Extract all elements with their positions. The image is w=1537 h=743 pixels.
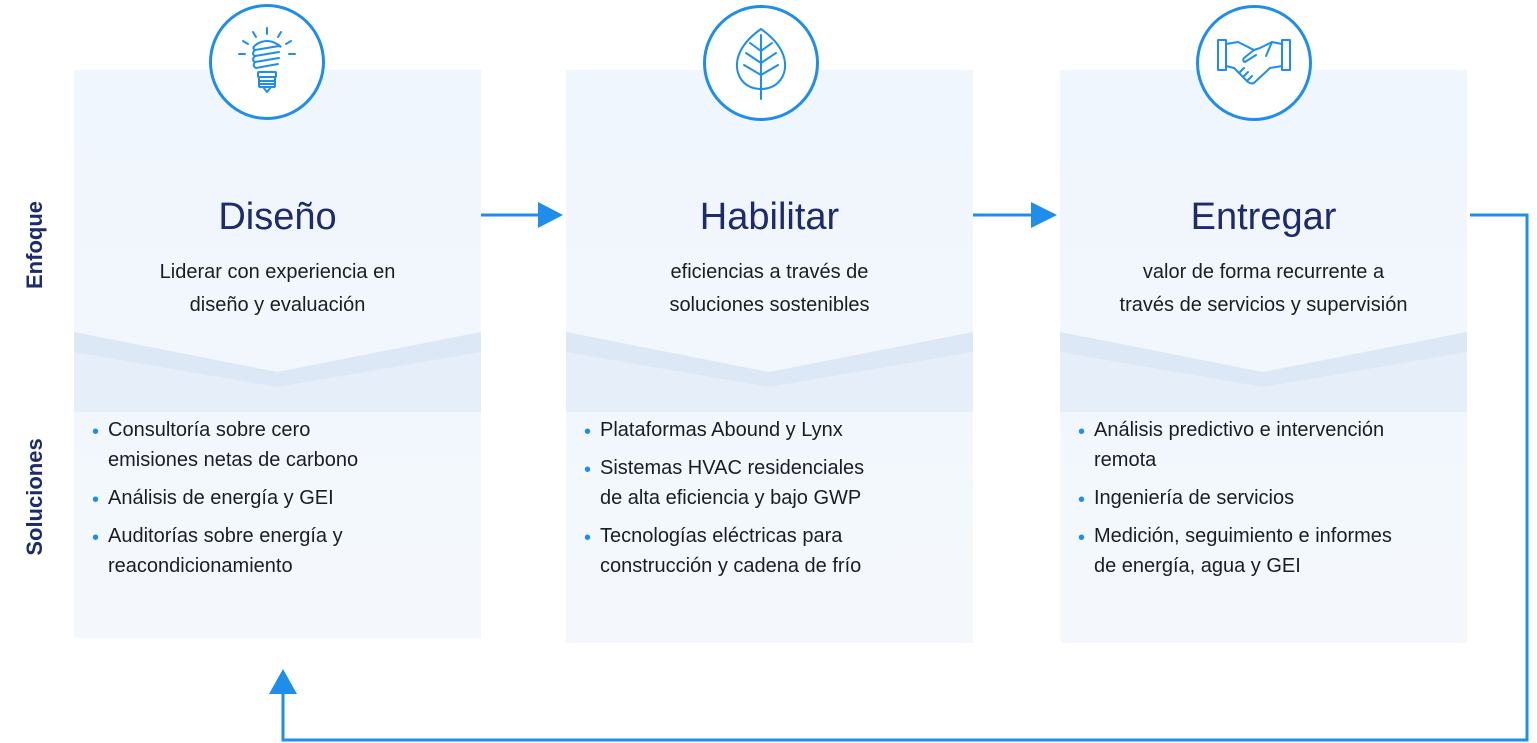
lightbulb-icon (238, 27, 296, 93)
chevron-divider (566, 332, 973, 412)
leaf-icon (736, 28, 786, 100)
loop-back-arrow (269, 213, 1529, 742)
leaf-icon-circle (703, 5, 819, 121)
card-title: Entregar (1190, 196, 1337, 238)
lightbulb-icon-circle (209, 4, 325, 120)
chevron-divider (74, 332, 481, 412)
chevron-divider (1060, 332, 1467, 412)
card-title: Diseño (218, 196, 337, 238)
handshake-icon (1217, 39, 1291, 85)
list-item: •Análisis de energía y GEI (92, 487, 334, 511)
list-item: •Ingeniería de servicios (1078, 487, 1295, 511)
arrow-design-to-enable (481, 202, 563, 228)
solutions-list: •Plataformas Abound y Lynx •Sistemas HVA… (584, 415, 963, 589)
card-title: Habilitar (699, 196, 840, 238)
list-item: •Plataformas Abound y Lynx (584, 419, 843, 443)
handshake-icon-circle (1196, 5, 1312, 121)
arrow-enable-to-deliver (973, 202, 1057, 228)
